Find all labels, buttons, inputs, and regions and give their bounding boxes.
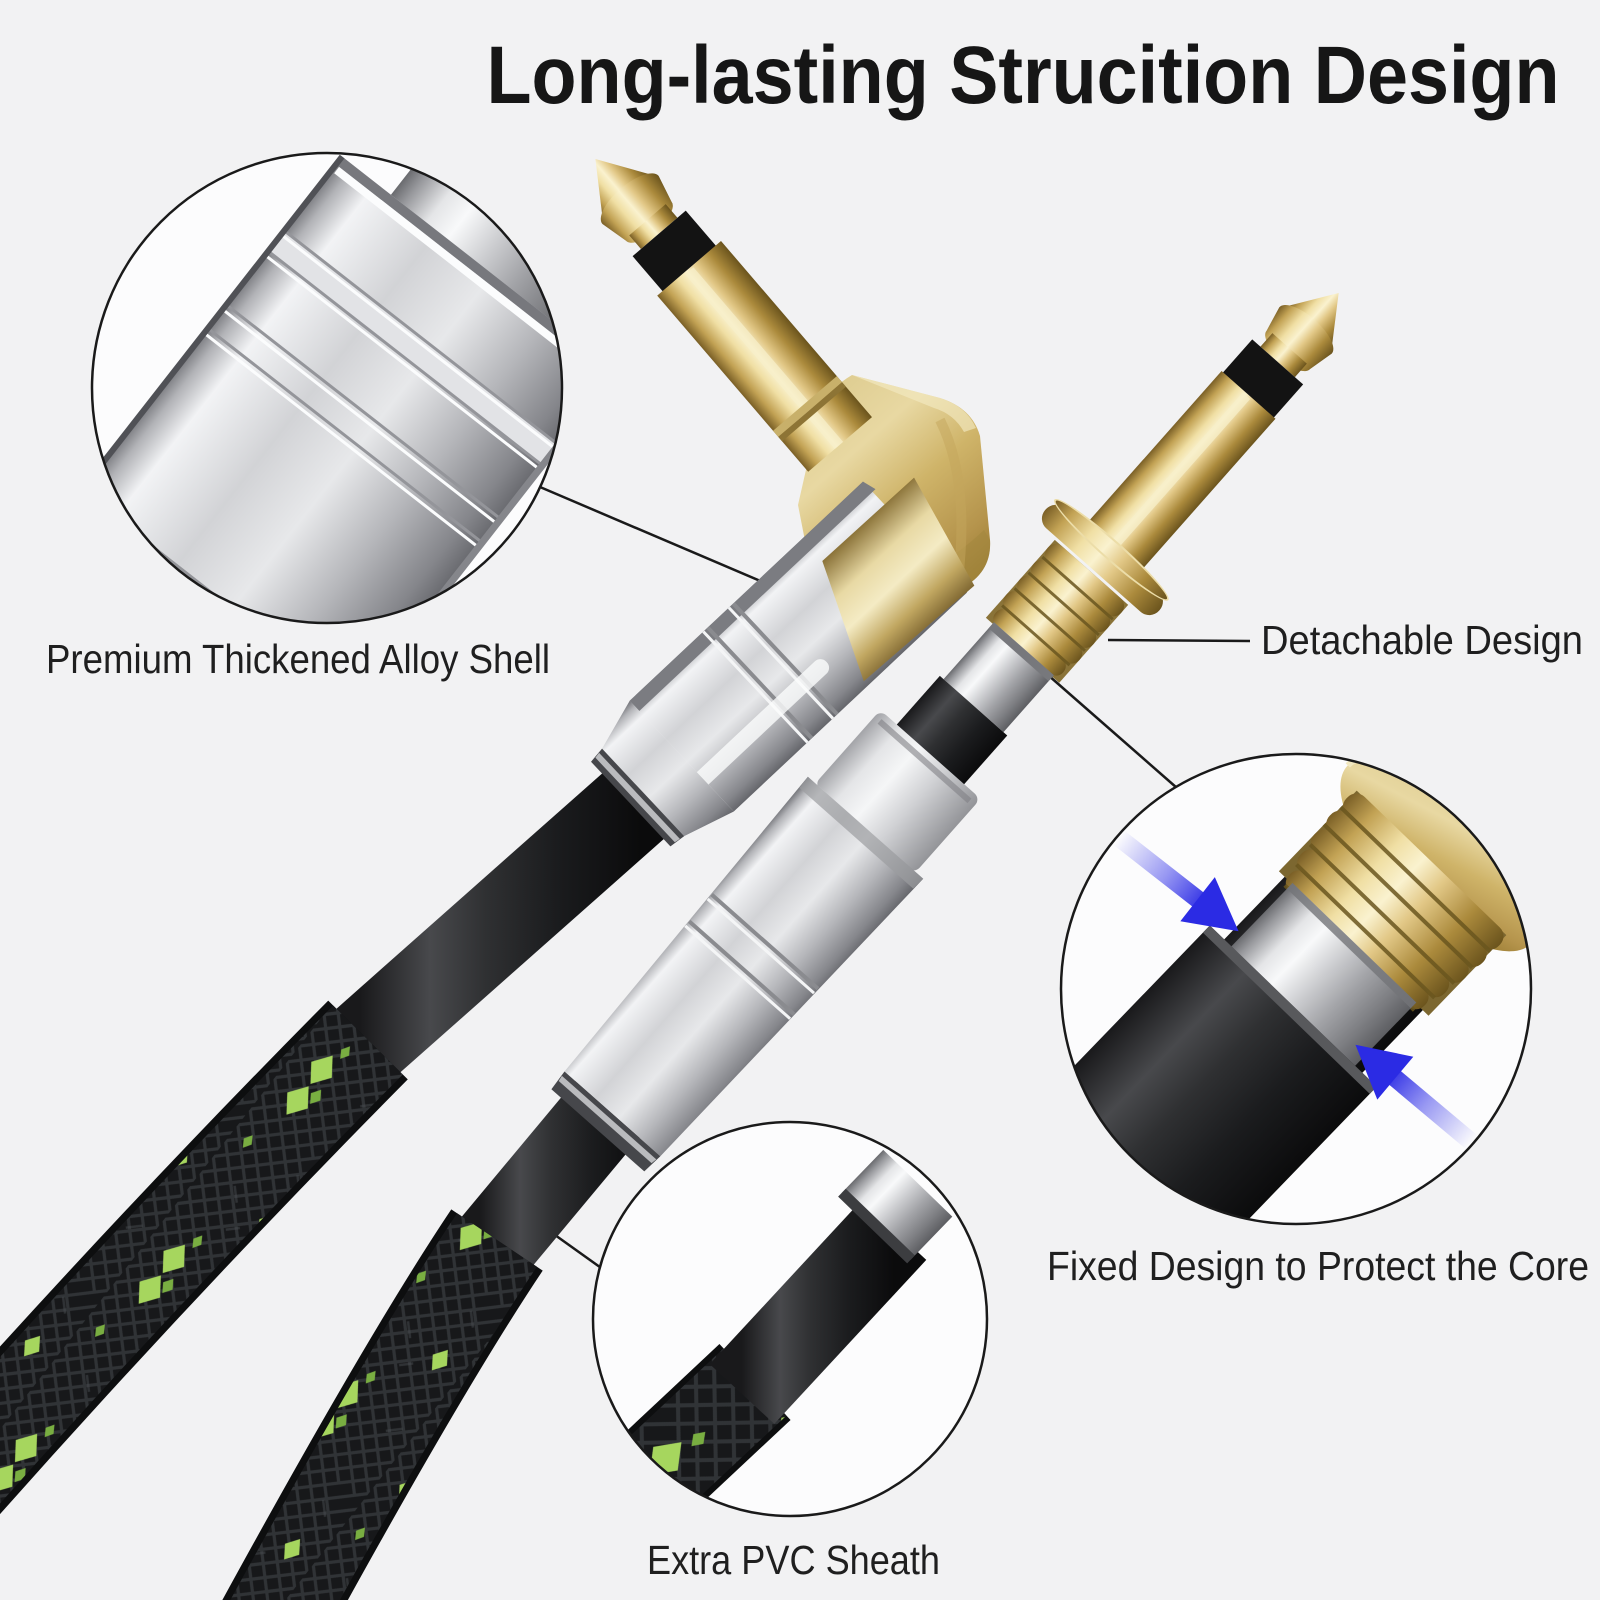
svg-text:Detachable Design: Detachable Design [1261, 617, 1583, 663]
svg-text:Premium Thickened Alloy Shell: Premium Thickened Alloy Shell [46, 636, 550, 682]
svg-text:Fixed Design to Protect the Co: Fixed Design to Protect the Core [1047, 1243, 1589, 1289]
svg-text:Extra PVC Sheath: Extra PVC Sheath [647, 1537, 940, 1583]
svg-text:Long-lasting Strucition Design: Long-lasting Strucition Design [487, 30, 1560, 121]
